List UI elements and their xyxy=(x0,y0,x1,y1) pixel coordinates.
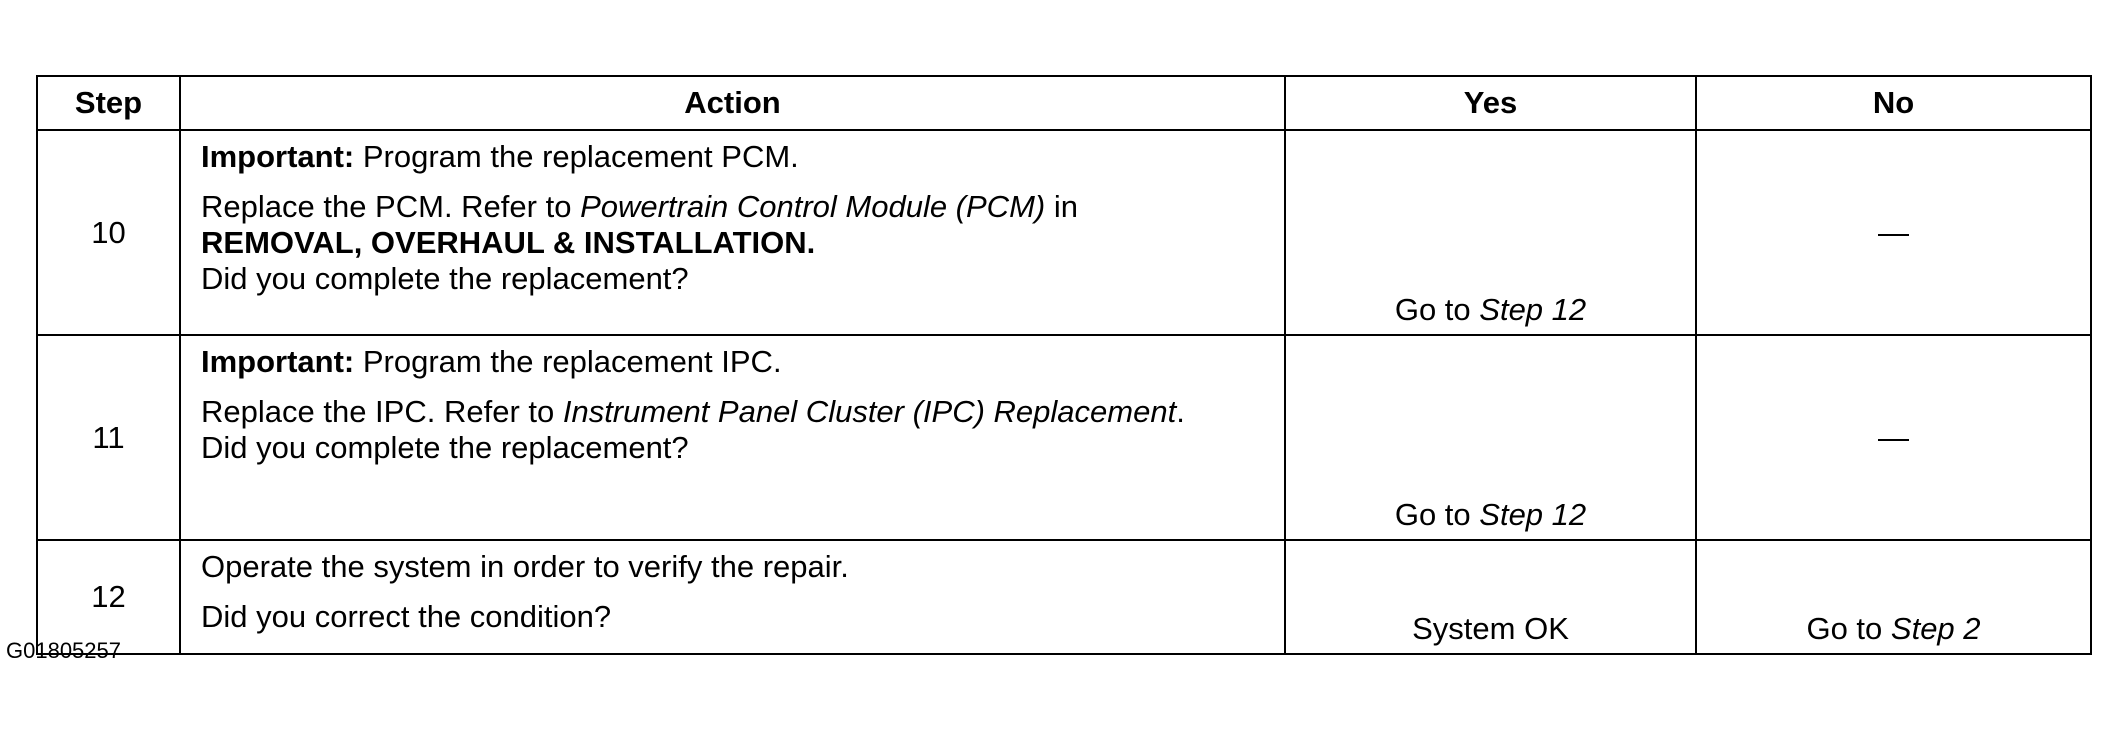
refer-suffix: in xyxy=(1045,189,1078,224)
no-dash: — xyxy=(1878,214,1909,250)
table-row-step-11: 11 Important: Program the replacement IP… xyxy=(36,334,2092,541)
yes-cell: Go to Step 12 xyxy=(1284,334,1697,541)
important-label: Important: xyxy=(201,139,355,174)
yes-prefix: Go to xyxy=(1394,292,1480,327)
action-cell: Operate the system in order to verify th… xyxy=(179,539,1286,655)
table-header-row: Step Action Yes No xyxy=(36,75,2092,131)
step-number: 11 xyxy=(36,334,181,541)
header-action: Action xyxy=(179,75,1286,131)
no-dash: — xyxy=(1878,419,1909,455)
diagnostic-table: Step Action Yes No 10 Important: Program… xyxy=(36,75,2092,655)
refer-prefix: Replace the PCM. Refer to xyxy=(201,189,581,224)
no-cell: Go to Step 2 xyxy=(1695,539,2092,655)
operate-text: Operate the system in order to verify th… xyxy=(201,549,849,584)
table-row-step-12: 12 Operate the system in order to verify… xyxy=(36,539,2092,655)
action-cell: Important: Program the replacement PCM. … xyxy=(179,129,1286,336)
action-cell: Important: Program the replacement IPC. … xyxy=(179,334,1286,541)
no-prefix: Go to xyxy=(1806,611,1891,646)
refer-prefix: Replace the IPC. Refer to xyxy=(201,394,563,429)
important-label: Important: xyxy=(201,344,355,379)
step-number: 10 xyxy=(36,129,181,336)
refer-link-text: Powertrain Control Module (PCM) xyxy=(580,189,1046,224)
refer-line: Replace the IPC. Refer to Instrument Pan… xyxy=(201,394,1264,430)
table-row-step-10: 10 Important: Program the replacement PC… xyxy=(36,129,2092,336)
no-cell: — xyxy=(1695,129,2092,336)
header-no: No xyxy=(1695,75,2092,131)
yes-prefix: Go to xyxy=(1394,497,1480,532)
yes-step-ref: Step 12 xyxy=(1479,292,1587,327)
no-step-ref: Step 2 xyxy=(1890,611,1981,646)
refer-suffix: . xyxy=(1176,394,1185,429)
yes-cell: System OK xyxy=(1284,539,1697,655)
yes-cell: Go to Step 12 xyxy=(1284,129,1697,336)
yes-step-ref: Step 12 xyxy=(1479,497,1587,532)
question-text: Did you complete the replacement? xyxy=(201,430,689,465)
question-text: Did you complete the replacement? xyxy=(201,261,689,296)
question-text: Did you correct the condition? xyxy=(201,599,612,634)
important-text: Program the replacement PCM. xyxy=(354,139,799,174)
refer-section: REMOVAL, OVERHAUL & INSTALLATION. xyxy=(201,225,816,260)
important-note: Important: Program the replacement PCM. xyxy=(201,139,1264,175)
step-number: 12 xyxy=(36,539,181,655)
refer-link-text: Instrument Panel Cluster (IPC) Replaceme… xyxy=(562,394,1177,429)
header-yes: Yes xyxy=(1284,75,1697,131)
important-text: Program the replacement IPC. xyxy=(354,344,782,379)
important-note: Important: Program the replacement IPC. xyxy=(201,344,1264,380)
refer-line: Replace the PCM. Refer to Powertrain Con… xyxy=(201,189,1264,225)
header-step: Step xyxy=(36,75,181,131)
figure-id: G01805257 xyxy=(6,638,121,663)
no-cell: — xyxy=(1695,334,2092,541)
yes-result: System OK xyxy=(1412,611,1569,646)
